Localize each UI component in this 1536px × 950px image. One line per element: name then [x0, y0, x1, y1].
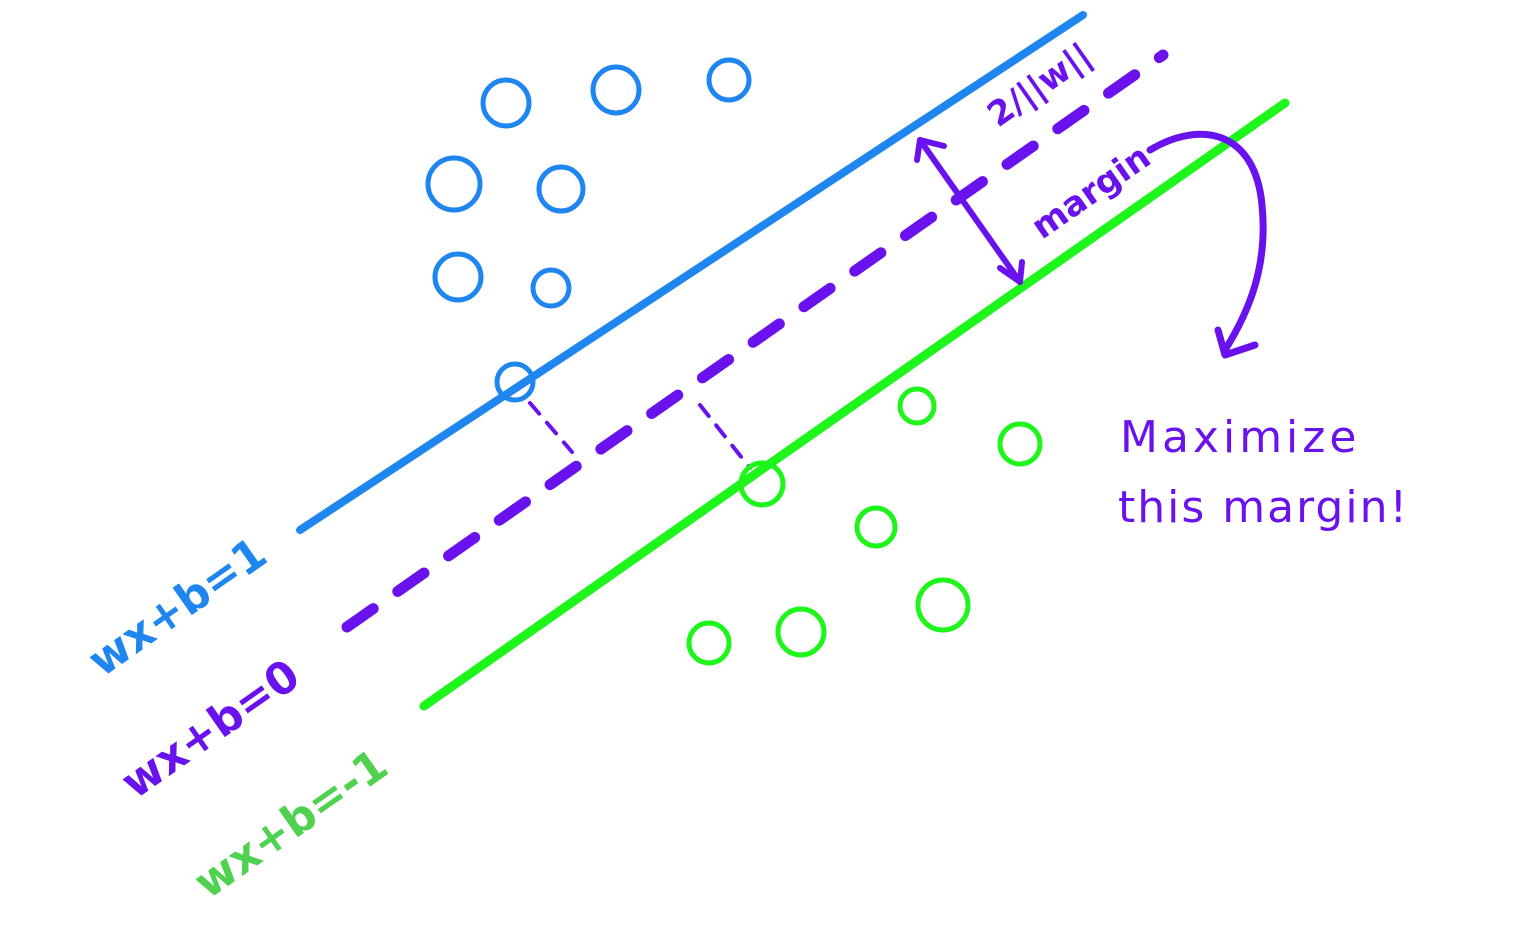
- negative-point: [997, 421, 1043, 467]
- negative-point: [686, 620, 732, 666]
- decision-boundary-line: [341, 49, 1169, 633]
- positive-support-vector: [494, 361, 536, 403]
- negative-support-vector: [738, 460, 786, 508]
- positive-boundary-line: [296, 11, 1087, 534]
- positive-point: [706, 57, 752, 103]
- margin-label: margin: [1024, 137, 1158, 247]
- negative-point: [915, 577, 971, 633]
- support-distance-line-positive: [528, 401, 574, 454]
- negative-point: [897, 386, 937, 426]
- positive-point: [536, 164, 586, 214]
- positive-point: [530, 267, 572, 309]
- callout-line-2: this margin!: [1118, 482, 1409, 533]
- negative-boundary-line: [419, 98, 1290, 711]
- negative-boundary-label: wx+b=-1: [185, 739, 397, 909]
- decision-boundary-label: wx+b=0: [112, 650, 309, 809]
- positive-point: [480, 77, 532, 129]
- support-distance-line-negative: [698, 403, 752, 470]
- positive-point: [590, 64, 642, 116]
- negative-point: [854, 505, 898, 549]
- double-headed-arrow-icon: [914, 137, 1025, 285]
- positive-boundary-label: wx+b=1: [79, 528, 276, 687]
- positive-class-points: [425, 57, 752, 403]
- positive-point: [425, 155, 483, 213]
- margin-width-label: 2/||w||: [980, 35, 1099, 135]
- callout-line-1: Maximize: [1120, 412, 1360, 463]
- negative-class-points: [686, 386, 1043, 666]
- negative-point: [775, 606, 827, 658]
- curved-arrow-icon: [1146, 130, 1267, 359]
- positive-point: [432, 251, 484, 303]
